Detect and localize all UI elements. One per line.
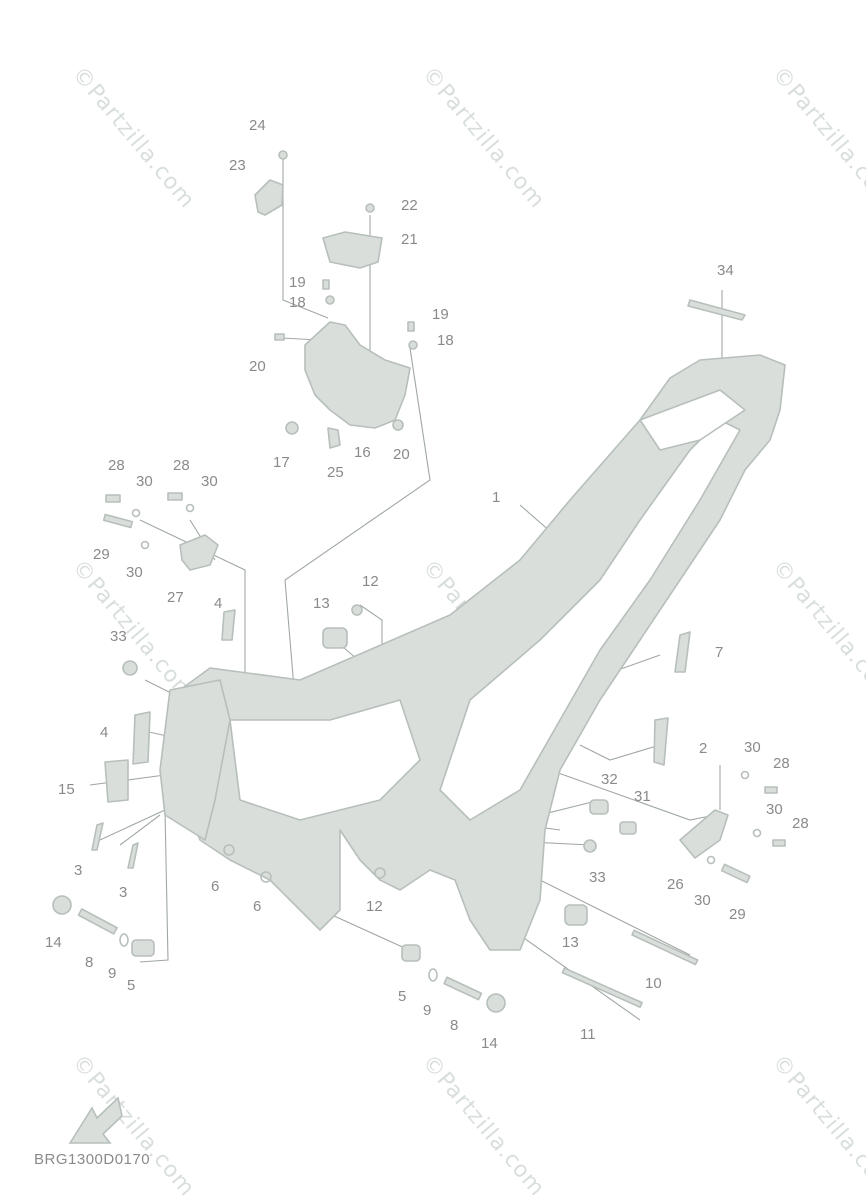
callout-19: 19 (289, 274, 306, 291)
callout-1: 1 (492, 489, 501, 506)
callout-19: 19 (432, 306, 449, 323)
callout-8: 8 (85, 954, 94, 971)
front-direction-arrow-icon (68, 1096, 123, 1144)
callout-13: 13 (562, 934, 579, 951)
callout-28: 28 (773, 755, 790, 772)
callout-11: 11 (580, 1026, 596, 1043)
callout-12: 12 (362, 573, 379, 590)
callout-5: 5 (127, 977, 136, 994)
main-frame (179, 354, 786, 951)
callout-18: 18 (289, 294, 306, 311)
callout-20: 20 (393, 446, 410, 463)
callout-27: 27 (167, 589, 184, 606)
callout-28: 28 (792, 815, 809, 832)
callout-13: 13 (313, 595, 330, 612)
bracket-23 (254, 179, 284, 216)
callout-30: 30 (201, 473, 218, 490)
callout-3: 3 (119, 884, 128, 901)
callout-9: 9 (423, 1002, 432, 1019)
callout-25: 25 (327, 464, 344, 481)
callout-29: 29 (729, 906, 746, 923)
diagram-code: BRG1300D0170 (34, 1151, 151, 1168)
callout-8: 8 (450, 1017, 459, 1034)
callout-22: 22 (401, 197, 418, 214)
callout-33: 33 (589, 869, 606, 886)
callout-30: 30 (136, 473, 153, 490)
callout-6: 6 (211, 878, 220, 895)
callout-28: 28 (108, 457, 125, 474)
callout-29: 29 (93, 546, 110, 563)
callout-28: 28 (173, 457, 190, 474)
callout-4: 4 (214, 595, 223, 612)
callout-34: 34 (717, 262, 734, 279)
callout-12: 12 (366, 898, 383, 915)
callout-21: 21 (401, 231, 418, 248)
callout-32: 32 (601, 771, 618, 788)
callout-5: 5 (398, 988, 407, 1005)
bracket-26 (679, 809, 729, 859)
callout-7: 7 (715, 644, 724, 661)
callout-24: 24 (249, 117, 266, 134)
callout-10: 10 (645, 975, 662, 992)
callout-30: 30 (126, 564, 143, 581)
callout-16: 16 (354, 444, 371, 461)
clamp-27 (179, 534, 219, 571)
callout-20: 20 (249, 358, 266, 375)
callout-14: 14 (45, 934, 62, 951)
callout-14: 14 (481, 1035, 498, 1052)
callout-3: 3 (74, 862, 83, 879)
callout-15: 15 (58, 781, 75, 798)
callout-31: 31 (634, 788, 651, 805)
callout-4: 4 (100, 724, 109, 741)
frame-parts (52, 150, 786, 1013)
plate-21 (322, 231, 383, 269)
callout-30: 30 (766, 801, 783, 818)
callout-26: 26 (667, 876, 684, 893)
callout-30: 30 (694, 892, 711, 909)
callout-18: 18 (437, 332, 454, 349)
callout-30: 30 (744, 739, 761, 756)
callout-17: 17 (273, 454, 290, 471)
callout-33: 33 (110, 628, 127, 645)
callout-2: 2 (699, 740, 708, 757)
callout-9: 9 (108, 965, 117, 982)
upper-bracket (304, 321, 411, 429)
callout-23: 23 (229, 157, 246, 174)
callout-6: 6 (253, 898, 262, 915)
